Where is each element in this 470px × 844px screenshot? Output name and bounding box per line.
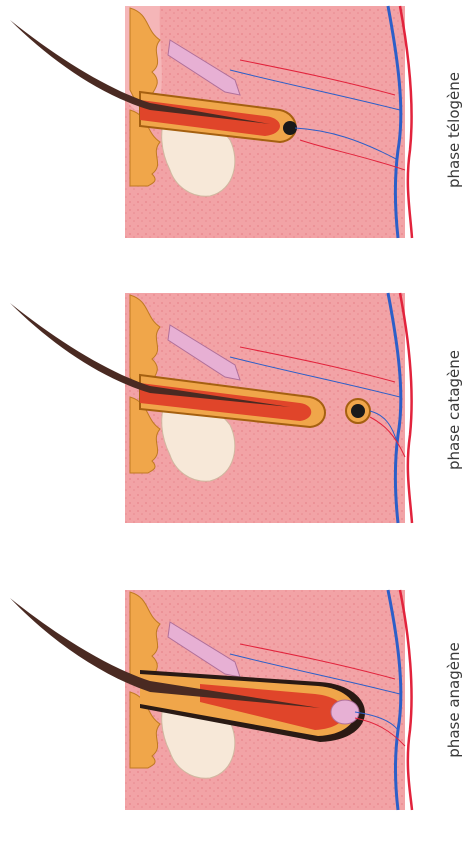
dermal-papilla bbox=[283, 121, 297, 135]
phase-label-catagen: phase catagène bbox=[440, 325, 468, 495]
panel-telogen: phase télogène bbox=[0, 0, 470, 270]
panel-anagen: phase anagène bbox=[0, 570, 470, 840]
anagen-illustration bbox=[0, 570, 470, 840]
panel-catagen: phase catagène bbox=[0, 285, 470, 555]
telogen-illustration bbox=[0, 0, 470, 270]
catagen-illustration bbox=[0, 285, 470, 555]
phase-label-anagen: phase anagène bbox=[440, 615, 468, 785]
phase-label-telogen: phase télogène bbox=[440, 45, 468, 215]
dermal-papilla bbox=[331, 700, 359, 724]
